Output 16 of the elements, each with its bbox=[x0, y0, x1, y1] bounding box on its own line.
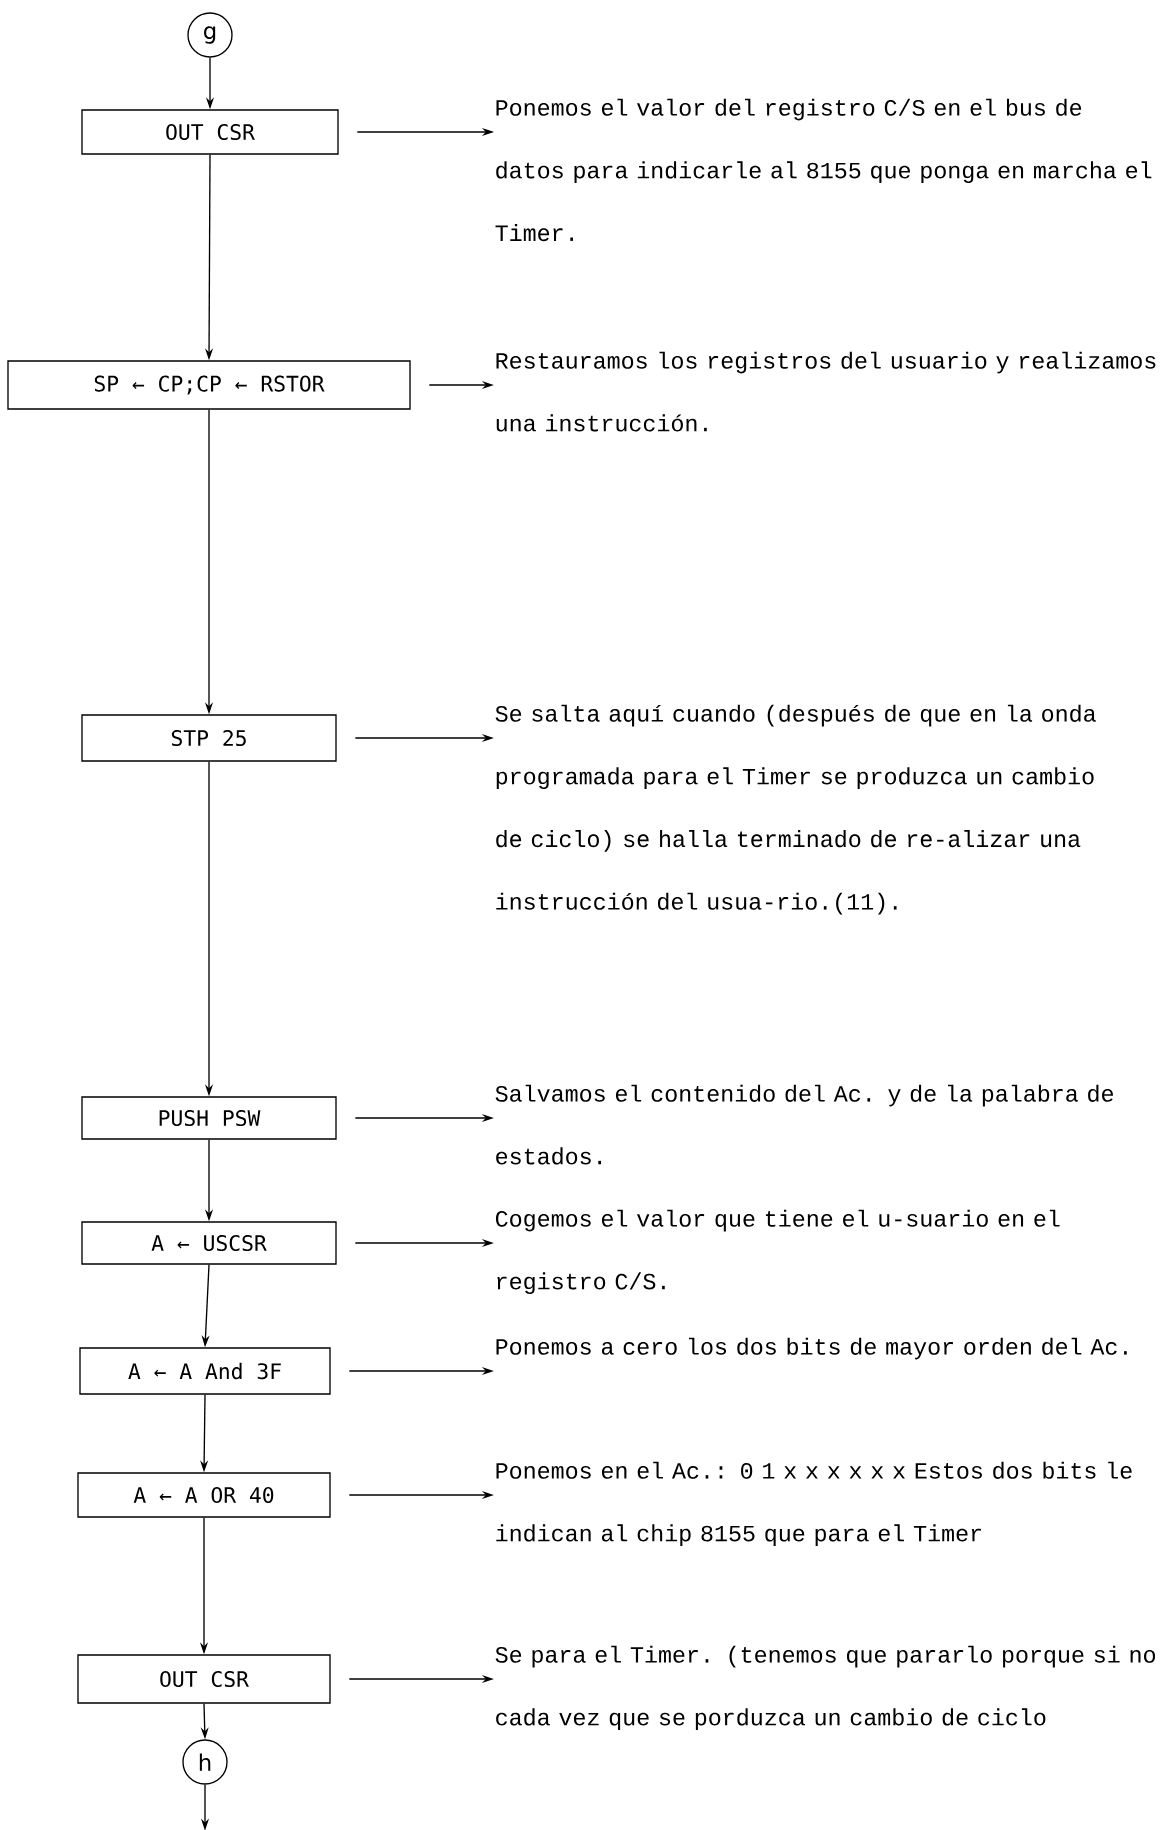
process-box: STP 25 bbox=[81, 714, 337, 762]
description-text: Restauramos los registros del usuario y realizamos una instrucción. bbox=[496, 351, 1156, 432]
description-text: Se salta aquí cuando (después de que en la onda programada para el Timer se produzca un cambio de ciclo) se halla terminado de re-alizar una instrucción del usua-rio.(11). bbox=[495, 704, 1096, 915]
process-box: A ← A And 3F bbox=[79, 1347, 331, 1395]
process-box: SP ← CP;CP ← RSTOR bbox=[7, 360, 411, 410]
description-text: Se para el Timer. (tenemos que pararlo porque si no cada vez que se porduzca un cambio de ciclo bbox=[495, 1645, 1156, 1731]
description-text: Cogemos el valor que tiene el u-suario en el registro C/S. bbox=[495, 1209, 1060, 1295]
process-box: A ← A OR 40 bbox=[77, 1472, 331, 1518]
description-text: Ponemos a cero los dos bits de mayor orden del Ac. bbox=[496, 1337, 1127, 1360]
process-box: OUT CSR bbox=[81, 109, 339, 155]
process-box: OUT CSR bbox=[77, 1654, 331, 1704]
description-text: Salvamos el contenido del Ac. y de la palabra de estados. bbox=[495, 1084, 1113, 1165]
description-text: Ponemos en el Ac.: 0 1 x x x x x x Estos dos bits le indican al chip 8155 que para el Timer bbox=[496, 1461, 1132, 1547]
process-box: PUSH PSW bbox=[81, 1096, 337, 1140]
description-text: Ponemos el valor del registro C/S en el bus de datos para indicarle al 8155 que ponga en marcha el Timer. bbox=[495, 98, 1152, 242]
process-box: A ← USCSR bbox=[81, 1221, 337, 1265]
